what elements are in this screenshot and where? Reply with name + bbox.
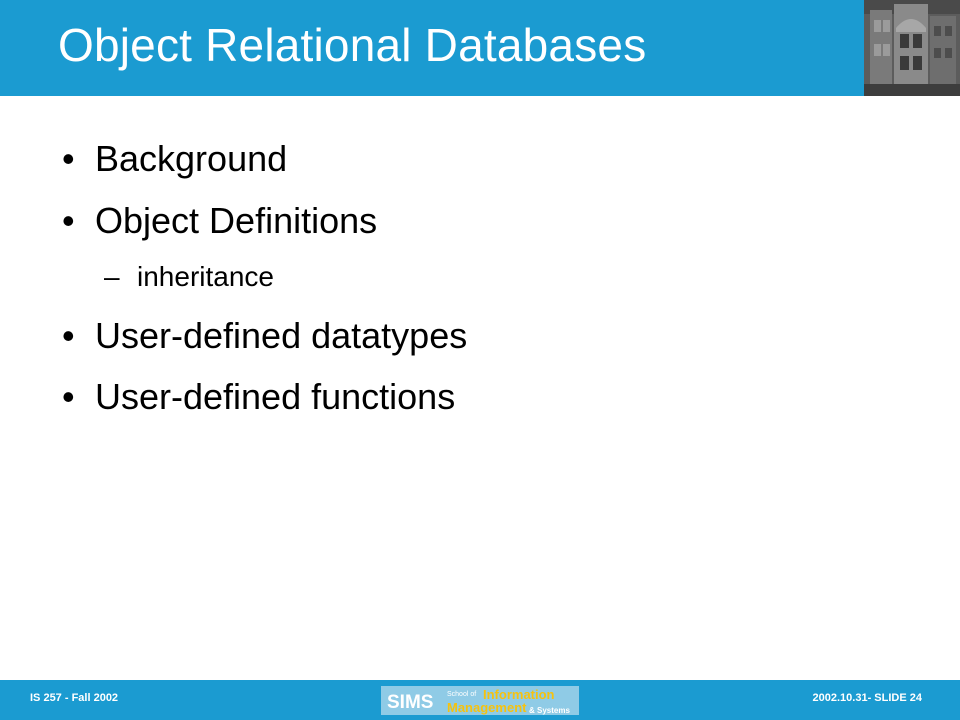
logo-school-of: School of <box>447 691 476 698</box>
bullet-text: User-defined functions <box>95 376 456 417</box>
dash-marker: – <box>104 261 120 292</box>
sims-logo-icon: SIMS School of Information Management & … <box>381 686 579 715</box>
building-photo-icon <box>864 0 960 96</box>
slide-title: Object Relational Databases <box>58 19 647 71</box>
sub-bullet-text: inheritance <box>137 261 274 292</box>
bullet-item: • Background <box>62 138 287 180</box>
logo-management: Management <box>447 700 527 715</box>
logo-abbrev: SIMS <box>387 692 433 713</box>
bullet-marker: • <box>62 200 75 241</box>
bullet-marker: • <box>62 376 75 417</box>
bullet-item: • User-defined datatypes <box>62 315 467 357</box>
bullet-marker: • <box>62 315 75 356</box>
bullet-text: Object Definitions <box>95 200 378 241</box>
logo-information: Information <box>483 687 555 702</box>
bullet-text: User-defined datatypes <box>95 315 468 356</box>
logo-systems: & Systems <box>529 706 570 715</box>
footer-slide-number: 2002.10.31- SLIDE 24 <box>812 692 922 704</box>
title-bar: Object Relational Databases <box>0 0 864 96</box>
bullet-marker: • <box>62 138 75 179</box>
bullet-item: • Object Definitions <box>62 200 377 242</box>
footer-course: IS 257 - Fall 2002 <box>30 692 119 704</box>
bullet-list: • Background • Object Definitions – inhe… <box>62 138 467 418</box>
sub-bullet-item: – inheritance <box>104 261 274 293</box>
bullet-text: Background <box>95 138 288 179</box>
bullet-item: • User-defined functions <box>62 376 455 418</box>
